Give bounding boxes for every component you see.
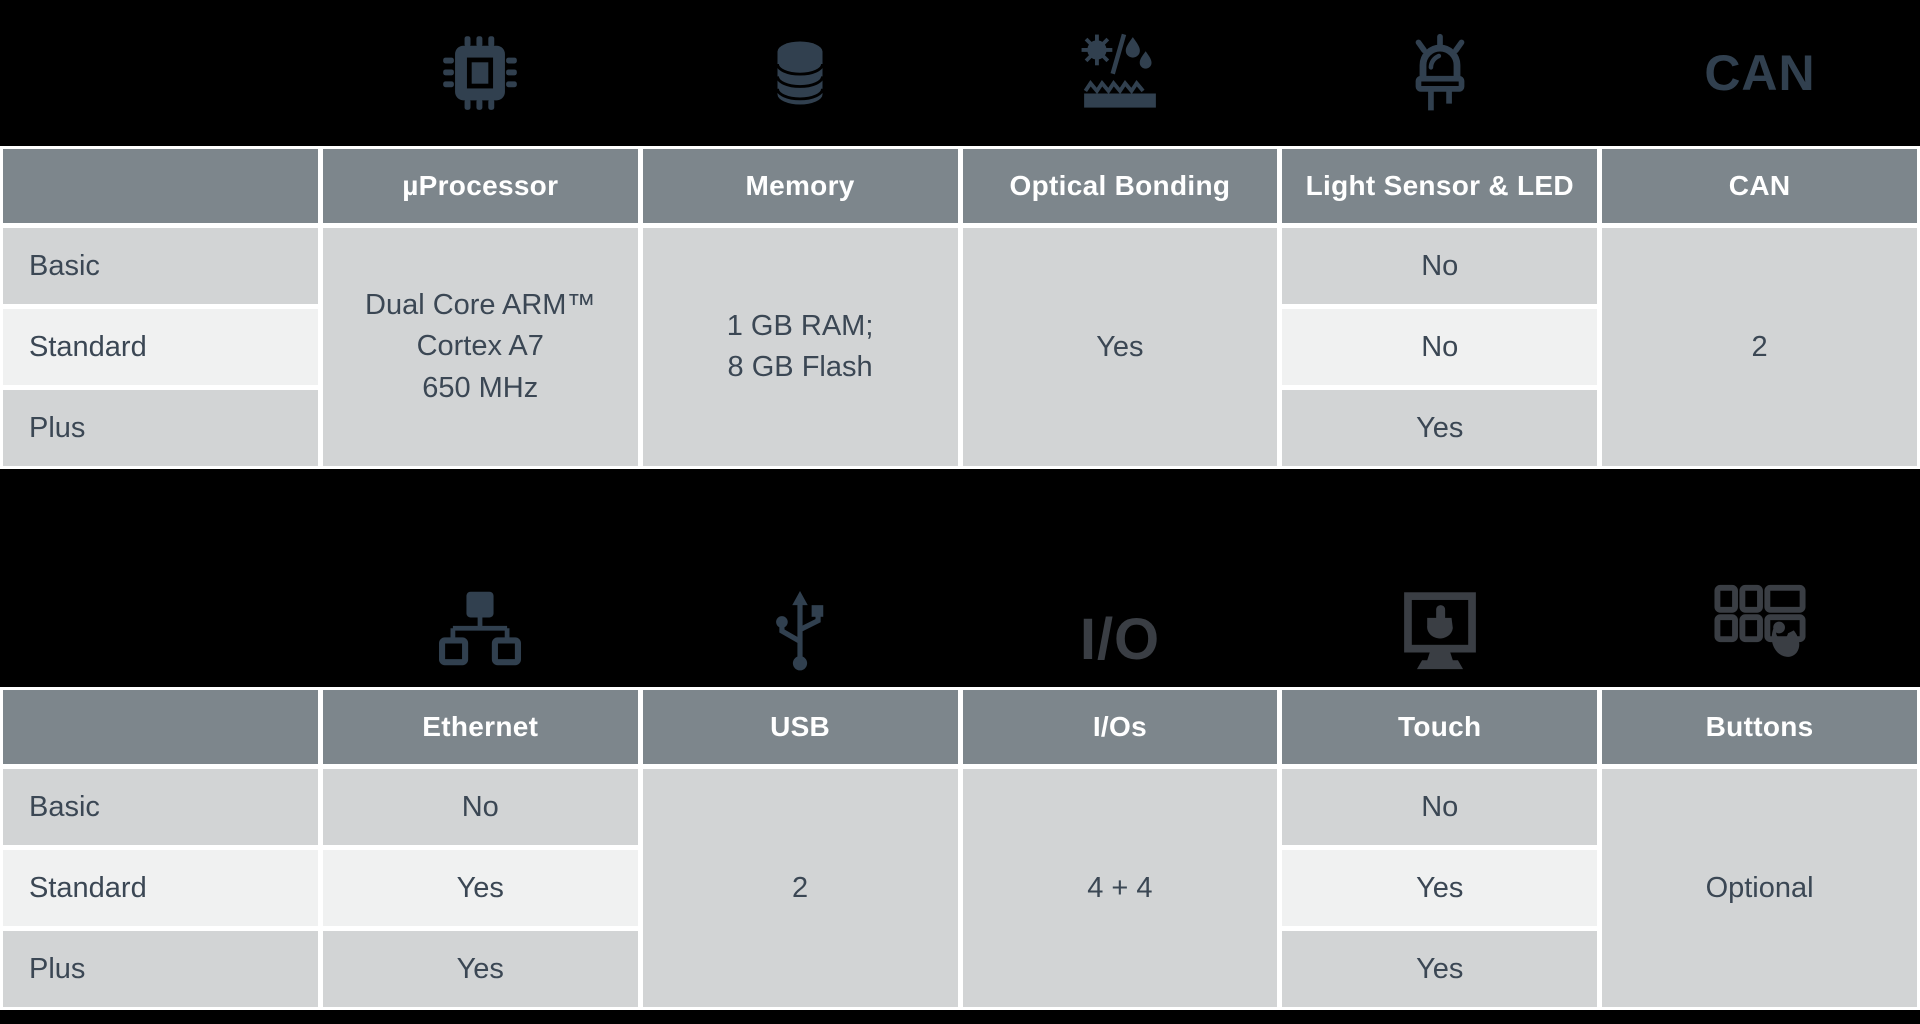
icon-spacer	[0, 0, 320, 146]
table2-cell-ethernet-standard: Yes	[322, 850, 638, 926]
table1-cell-light-sensor-basic: No	[1282, 228, 1598, 304]
table1-cell-memory: 1 GB RAM; 8 GB Flash	[642, 228, 958, 466]
table2-header-touch: Touch	[1282, 690, 1598, 764]
table2-row-label-basic: Basic	[3, 769, 318, 845]
feature-icons-row-1: CAN	[0, 0, 1920, 146]
table1-cell-light-sensor-standard: No	[1282, 309, 1598, 385]
io-icon: I/O	[960, 469, 1280, 687]
table2-cell-touch-plus: Yes	[1282, 931, 1598, 1007]
usb-icon	[640, 469, 960, 687]
can-icon-label: CAN	[1704, 45, 1816, 101]
optical-bonding-icon	[960, 0, 1280, 146]
table1-row-label-standard: Standard	[3, 309, 318, 385]
table2-header-ethernet: Ethernet	[322, 690, 638, 764]
table1-header-light-sensor-led: Light Sensor & LED	[1282, 149, 1598, 223]
spec-table-2: Ethernet USB I/Os Touch Buttons Basic St…	[0, 687, 1920, 1010]
table2-header-buttons: Buttons	[1602, 690, 1917, 764]
led-light-sensor-icon	[1280, 0, 1600, 146]
spec-table-2-grid: Ethernet USB I/Os Touch Buttons Basic St…	[3, 690, 1917, 1007]
table2-row-label-standard: Standard	[3, 850, 318, 926]
table2-cell-ios: 4 + 4	[962, 769, 1278, 1007]
touch-display-icon	[1280, 469, 1600, 687]
icon-spacer	[0, 469, 320, 687]
ethernet-network-icon	[320, 469, 640, 687]
table1-header-memory: Memory	[642, 149, 958, 223]
table1-corner-cell	[3, 149, 318, 223]
table1-cell-optical-bonding: Yes	[962, 228, 1278, 466]
processor-chip-icon	[320, 0, 640, 146]
spec-table-1: µProcessor Memory Optical Bonding Light …	[0, 146, 1920, 469]
table2-cell-usb: 2	[642, 769, 958, 1007]
io-icon-label: I/O	[1079, 607, 1161, 672]
memory-database-icon	[640, 0, 960, 146]
table2-cell-buttons: Optional	[1602, 769, 1917, 1007]
table2-row-label-plus: Plus	[3, 931, 318, 1007]
table2-cell-touch-basic: No	[1282, 769, 1598, 845]
table1-header-can: CAN	[1602, 149, 1917, 223]
table1-header-uprocessor: µProcessor	[322, 149, 638, 223]
table2-cell-touch-standard: Yes	[1282, 850, 1598, 926]
buttons-keypad-icon	[1600, 469, 1920, 687]
table1-cell-processor: Dual Core ARM™ Cortex A7 650 MHz	[322, 228, 638, 466]
spec-table-1-grid: µProcessor Memory Optical Bonding Light …	[3, 149, 1917, 466]
table2-header-usb: USB	[642, 690, 958, 764]
table1-header-optical-bonding: Optical Bonding	[962, 149, 1278, 223]
table1-cell-can: 2	[1602, 228, 1917, 466]
table1-row-label-plus: Plus	[3, 390, 318, 466]
can-bus-icon: CAN	[1600, 0, 1920, 146]
table2-corner-cell	[3, 690, 318, 764]
table2-header-ios: I/Os	[962, 690, 1278, 764]
table1-cell-light-sensor-plus: Yes	[1282, 390, 1598, 466]
feature-icons-row-2: I/O	[0, 469, 1920, 687]
table2-cell-ethernet-plus: Yes	[322, 931, 638, 1007]
table1-row-label-basic: Basic	[3, 228, 318, 304]
table2-cell-ethernet-basic: No	[322, 769, 638, 845]
